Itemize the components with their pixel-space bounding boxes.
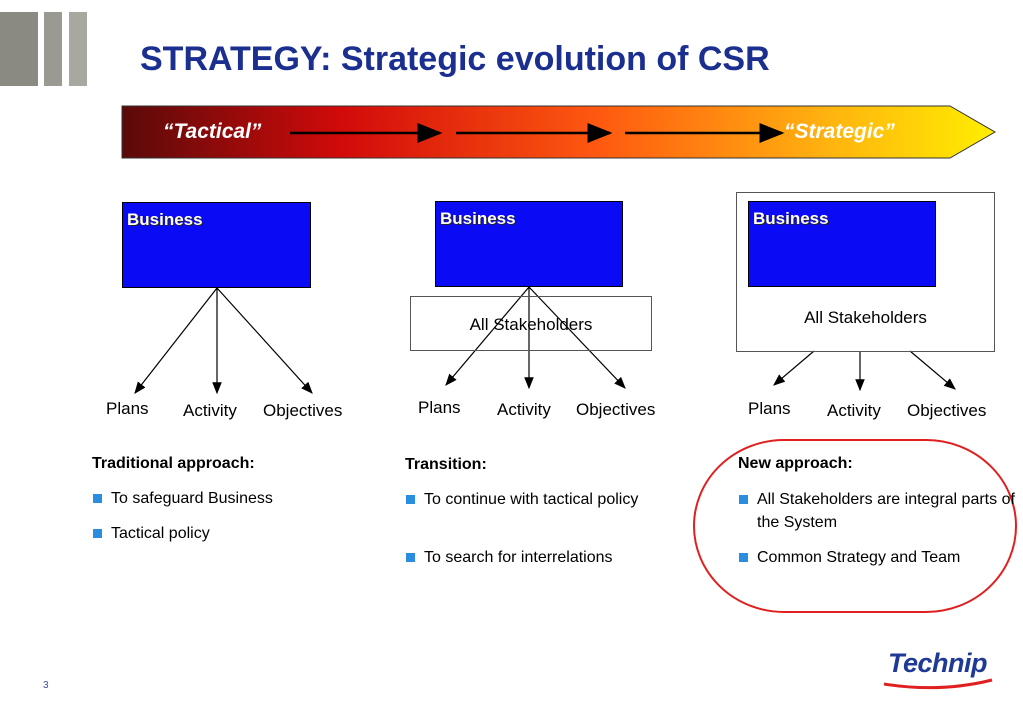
business-label: Business <box>753 209 829 228</box>
bullet-col1-1: To safeguard Business <box>92 487 351 510</box>
outcome-plans-col1: Plans <box>106 399 149 418</box>
business-box-col3: Business <box>748 201 936 287</box>
slide-title: STRATEGY: Strategic evolution of CSR <box>140 40 770 78</box>
outcome-objectives-col3: Objectives <box>907 401 987 420</box>
business-box-col2: Business <box>435 201 623 287</box>
business-label: Business <box>440 209 516 228</box>
technip-logo: Technip <box>888 648 988 678</box>
connectors-col2 <box>445 286 626 390</box>
heading-traditional: Traditional approach: <box>92 455 255 472</box>
heading-new-approach: New approach: <box>738 455 853 472</box>
stakeholders-label-col3: All Stakeholders <box>804 308 927 327</box>
new-approach-highlight <box>693 439 1017 613</box>
outcome-plans-col3: Plans <box>748 399 791 418</box>
logo-swoosh <box>883 678 993 690</box>
page-number: 3 <box>43 680 49 691</box>
outcome-activity-col3: Activity <box>827 401 881 420</box>
business-label: Business <box>127 210 203 229</box>
stakeholders-label-col2: All Stakeholders <box>469 315 593 334</box>
banner-label-tactical: “Tactical” <box>163 120 262 143</box>
business-box-col1: Business <box>122 202 311 288</box>
bullet-col3-2: Common Strategy and Team <box>738 546 997 569</box>
connectors-col3 <box>773 350 956 392</box>
bullet-col3-1: All Stakeholders are integral parts of t… <box>738 488 1023 534</box>
bullet-col1-2: Tactical policy <box>92 522 351 545</box>
stakeholders-box-col3: All Stakeholders <box>736 192 995 352</box>
connectors-col1 <box>134 287 313 395</box>
heading-transition: Transition: <box>405 456 487 473</box>
outcome-activity-col2: Activity <box>497 400 551 419</box>
stakeholders-box-col2: All Stakeholders <box>410 296 652 351</box>
bullet-col2-1: To continue with tactical policy <box>405 488 674 511</box>
bullet-col2-2: To search for interrelations <box>405 546 684 569</box>
outcome-objectives-col2: Objectives <box>576 400 656 419</box>
banner-label-strategic: “Strategic” <box>784 120 895 143</box>
outcome-activity-col1: Activity <box>183 401 237 420</box>
outcome-plans-col2: Plans <box>418 398 461 417</box>
outcome-objectives-col1: Objectives <box>263 401 343 420</box>
